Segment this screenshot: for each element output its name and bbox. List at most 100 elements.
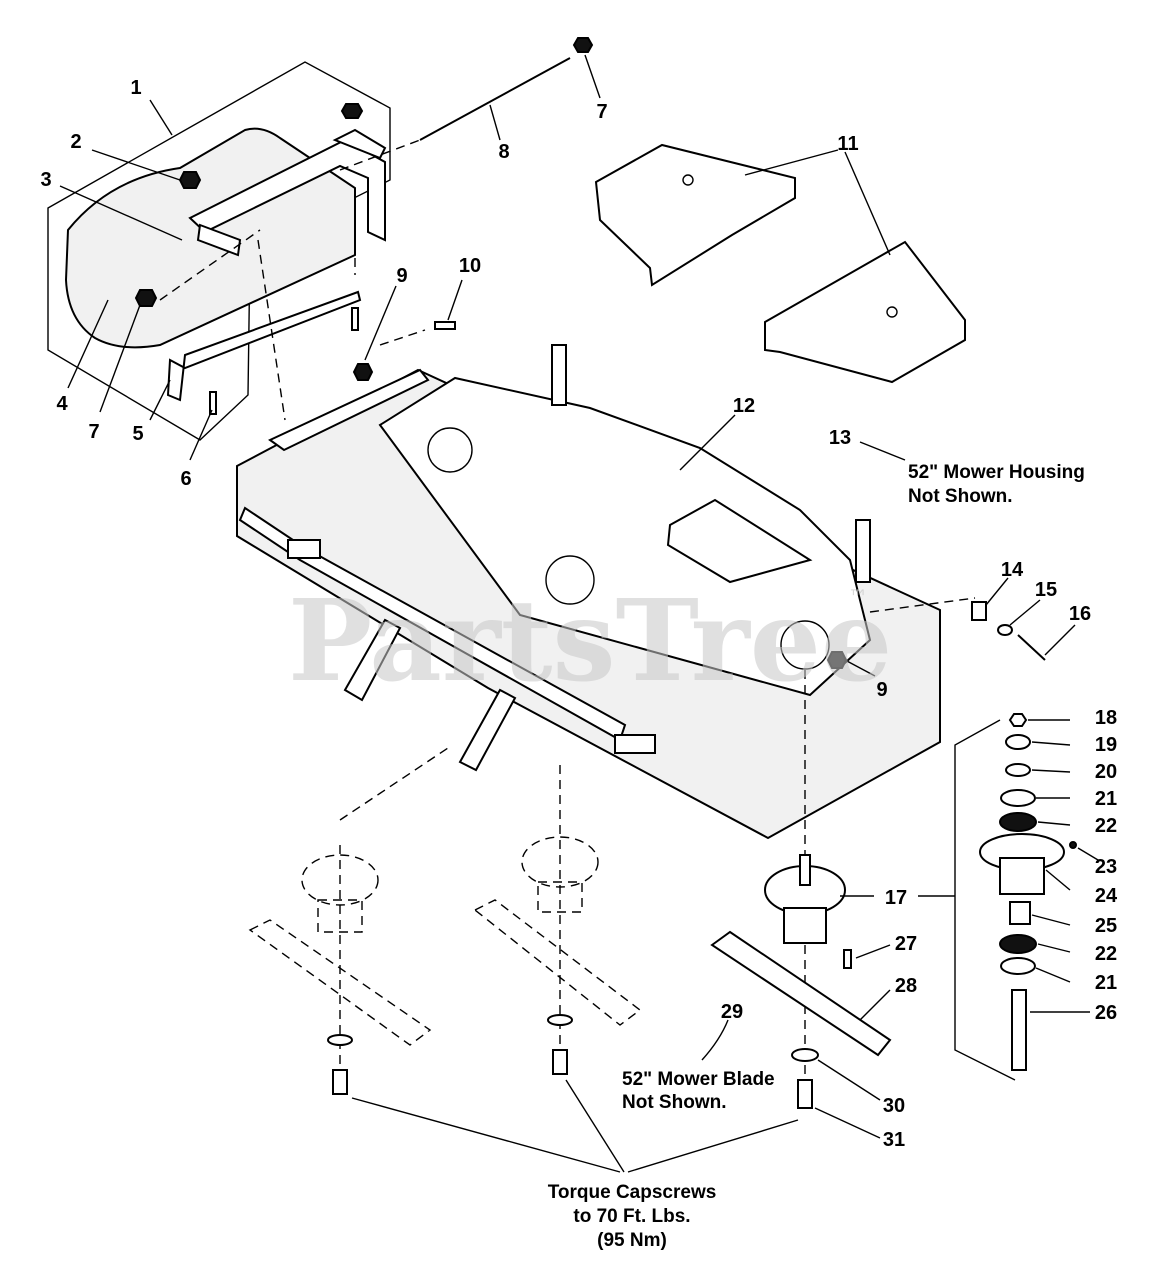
leader-7b	[584, 54, 601, 99]
post-rear	[551, 344, 567, 406]
post-right	[855, 519, 871, 583]
leader-2	[91, 149, 181, 181]
leader-16	[1044, 624, 1076, 656]
rear-bracket	[268, 368, 430, 452]
callout-14: 14	[1001, 559, 1024, 581]
housing-24-body	[999, 857, 1045, 895]
callout-1: 1	[130, 77, 141, 99]
callout-7-right: 7	[596, 101, 607, 123]
callout-5: 5	[132, 423, 143, 445]
leader-27	[855, 944, 891, 959]
callout-30: 30	[883, 1095, 905, 1117]
spindle-hole-left	[427, 427, 473, 473]
spindle-right-group	[710, 670, 892, 1109]
blade-center	[473, 899, 642, 1026]
guide-hardware	[869, 597, 976, 613]
blade-28	[710, 930, 892, 1057]
note-blade-line-2: Not Shown.	[622, 1092, 726, 1113]
bearing-22-top	[999, 812, 1037, 832]
gauge-wheel-arm-left	[343, 618, 402, 702]
note-housing-line-1: 52" Mower Housing	[908, 462, 1085, 483]
callout-labels: 1 2 3 4 5 6 7 7 8 9 9 10 11 12 13 14 15 …	[40, 77, 1118, 1151]
leader-30	[817, 1059, 881, 1101]
callout-13: 13	[829, 427, 851, 449]
leader-24	[1045, 869, 1071, 891]
nut-7-left	[134, 289, 158, 307]
spindle-left-group	[248, 747, 449, 1095]
note-torque-line-1: Torque Capscrews	[548, 1182, 717, 1203]
leader-9b	[844, 659, 876, 677]
spindle-center-group	[473, 765, 642, 1075]
leader-15	[1009, 599, 1041, 626]
callout-6: 6	[180, 468, 191, 490]
spindle-right-body	[783, 907, 827, 944]
bearing-22-bottom	[999, 934, 1037, 954]
leader-25	[1031, 914, 1071, 926]
washer-15	[997, 624, 1013, 636]
deck-skirt-edge	[236, 535, 769, 839]
leader-31	[814, 1107, 881, 1139]
watermark-trademark: ™	[848, 585, 868, 609]
callout-7-left: 7	[88, 421, 99, 443]
callout-17: 17	[885, 887, 907, 909]
callout-24: 24	[1095, 885, 1118, 907]
leader-lines	[59, 54, 1099, 1173]
front-bumper-bar	[238, 506, 627, 742]
nut-baffle-top	[340, 103, 364, 119]
partstree-watermark: PartsTree	[288, 576, 892, 707]
nut-9-baffle	[352, 363, 374, 381]
callout-12: 12	[733, 395, 755, 417]
spindle-left-body	[317, 899, 363, 933]
washer-30	[791, 1048, 819, 1062]
callout-4: 4	[56, 393, 68, 415]
leader-14	[985, 577, 1009, 606]
spacer-lower-hole	[886, 306, 898, 318]
callout-11: 11	[837, 133, 858, 155]
leader-9a	[364, 285, 397, 361]
callout-21-top: 21	[1095, 788, 1117, 810]
spacer-lower	[764, 240, 966, 384]
callout-9-lower: 9	[876, 679, 887, 701]
callout-20: 20	[1095, 761, 1117, 783]
deck-housing-group	[236, 344, 941, 840]
callout-27: 27	[895, 933, 917, 955]
bolt-10	[434, 321, 456, 330]
leader-23	[1077, 847, 1099, 861]
shaft-26	[1011, 989, 1027, 1071]
spacer-upper	[594, 143, 796, 287]
capscrew-31	[797, 1079, 813, 1109]
baffle-clip	[196, 223, 242, 257]
nut-7-rod	[572, 37, 594, 53]
callout-18: 18	[1095, 707, 1117, 729]
leader-29	[701, 1019, 729, 1061]
gauge-wheel-arm-center	[458, 688, 517, 772]
nut-18	[1008, 713, 1028, 727]
callout-28: 28	[895, 975, 917, 997]
baffle-mount-bar	[332, 128, 387, 160]
leader-19	[1031, 741, 1071, 746]
clip-14	[971, 601, 987, 621]
blade-left	[248, 919, 432, 1046]
note-torque-line-2: to 70 Ft. Lbs.	[573, 1206, 690, 1227]
leader-torque-left	[351, 1097, 621, 1173]
bolt-6	[209, 391, 217, 415]
callout-3: 3	[40, 169, 51, 191]
leader-11a	[744, 149, 839, 176]
leader-torque-right	[627, 1119, 799, 1173]
deck-hardware-group	[352, 321, 1046, 669]
washer-left	[327, 1034, 353, 1046]
callout-8: 8	[498, 141, 509, 163]
callout-15: 15	[1035, 579, 1057, 601]
spacer-group	[594, 143, 966, 384]
callout-21-bottom: 21	[1095, 972, 1117, 994]
fitting-23	[1069, 841, 1077, 849]
callout-23: 23	[1095, 856, 1117, 878]
leader-6	[189, 409, 213, 461]
leader-4	[67, 299, 109, 389]
baffle-assembly-group	[47, 61, 421, 441]
leader-torque-center	[565, 1079, 625, 1173]
spacer-upper-hole	[682, 174, 694, 186]
callout-2: 2	[70, 131, 81, 153]
note-blade-line-1: 52" Mower Blade	[622, 1069, 775, 1090]
leader-12	[679, 414, 736, 471]
